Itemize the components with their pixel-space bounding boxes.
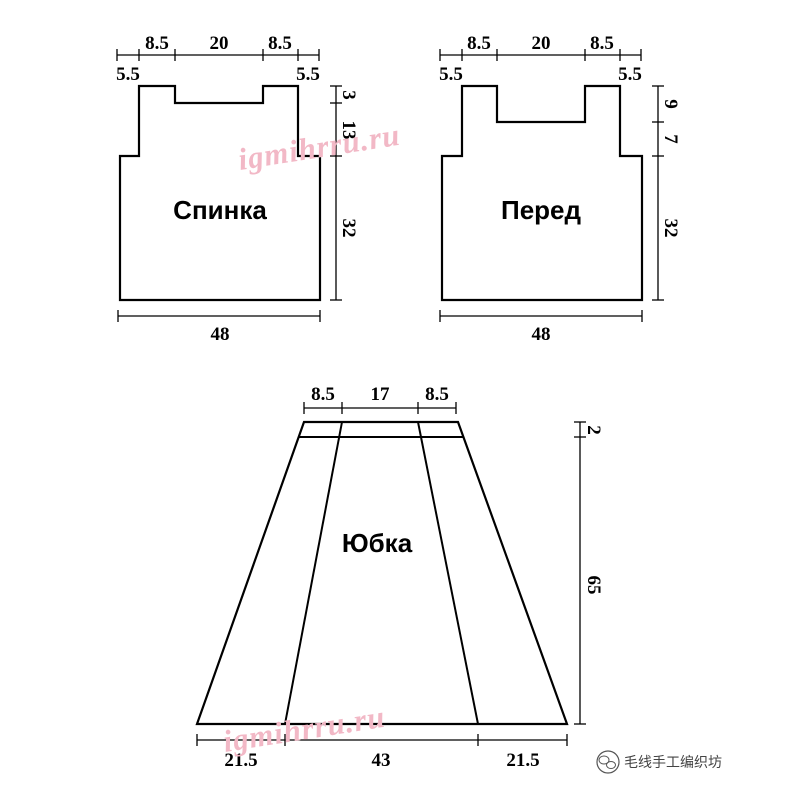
skirt-seam-right <box>417 421 479 725</box>
skirt-title: Юбка <box>342 528 413 558</box>
back-side-label-middle: 13 <box>338 121 359 140</box>
back-title: Спинка <box>173 195 267 225</box>
skirt-outline <box>195 420 569 726</box>
front-side-label-top: 9 <box>660 99 681 109</box>
watermark-bottom: igmihrru.ru <box>221 699 388 759</box>
front-side-label-middle: 7 <box>660 134 681 144</box>
wechat-icon <box>596 750 620 774</box>
back-side-label-top: 3 <box>338 90 359 100</box>
skirt-bottom-label-left: 21.5 <box>224 750 257 771</box>
skirt-piece: Юбка 8.5 17 8.5 2 65 21.5 43 <box>195 384 604 771</box>
skirt-bottom-dimension: 21.5 43 21.5 <box>196 734 568 771</box>
skirt-side-dimension: 2 65 <box>574 421 604 725</box>
front-bottom-label: 48 <box>532 324 551 345</box>
front-top-dimension: 8.5 20 8.5 5.5 5.5 <box>439 33 642 85</box>
back-bottom-label: 48 <box>211 324 230 345</box>
front-piece: Перед 8.5 20 8.5 5.5 5.5 9 7 32 <box>439 33 681 345</box>
back-shoulder-label-left: 5.5 <box>116 64 140 85</box>
front-shoulder-label-left: 5.5 <box>439 64 463 85</box>
skirt-seam-left <box>284 421 343 725</box>
skirt-side-label-bottom: 65 <box>583 576 604 595</box>
skirt-bottom-label-center: 43 <box>372 750 391 771</box>
back-top-dimension: 8.5 20 8.5 5.5 5.5 <box>116 33 320 85</box>
skirt-top-label-center: 17 <box>371 384 391 405</box>
front-title: Перед <box>501 195 581 225</box>
back-side-dimension: 3 13 32 <box>330 85 359 301</box>
front-top-label-center: 20 <box>532 33 551 54</box>
front-side-label-bottom: 32 <box>660 219 681 238</box>
skirt-top-dimension: 8.5 17 8.5 <box>303 384 457 414</box>
back-piece: Спинка 8.5 20 8.5 5.5 5.5 3 13 32 <box>116 33 359 345</box>
back-top-label-center: 20 <box>210 33 229 54</box>
front-top-label-left: 8.5 <box>467 33 491 54</box>
front-outline <box>440 84 644 302</box>
back-bottom-dimension: 48 <box>117 310 321 345</box>
skirt-side-label-top: 2 <box>583 425 604 435</box>
brand-badge: 毛线手工编织坊 <box>596 750 722 774</box>
skirt-bottom-label-right: 21.5 <box>506 750 539 771</box>
back-top-label-right: 8.5 <box>268 33 292 54</box>
front-side-dimension: 9 7 32 <box>652 85 681 301</box>
back-shoulder-label-right: 5.5 <box>296 64 320 85</box>
skirt-top-label-right: 8.5 <box>425 384 449 405</box>
front-top-label-right: 8.5 <box>590 33 614 54</box>
back-outline <box>118 84 322 302</box>
front-bottom-dimension: 48 <box>439 310 643 345</box>
skirt-top-label-left: 8.5 <box>311 384 335 405</box>
back-side-label-bottom: 32 <box>338 219 359 238</box>
back-top-label-left: 8.5 <box>145 33 169 54</box>
brand-text: 毛线手工编织坊 <box>624 755 722 771</box>
front-shoulder-label-right: 5.5 <box>618 64 642 85</box>
